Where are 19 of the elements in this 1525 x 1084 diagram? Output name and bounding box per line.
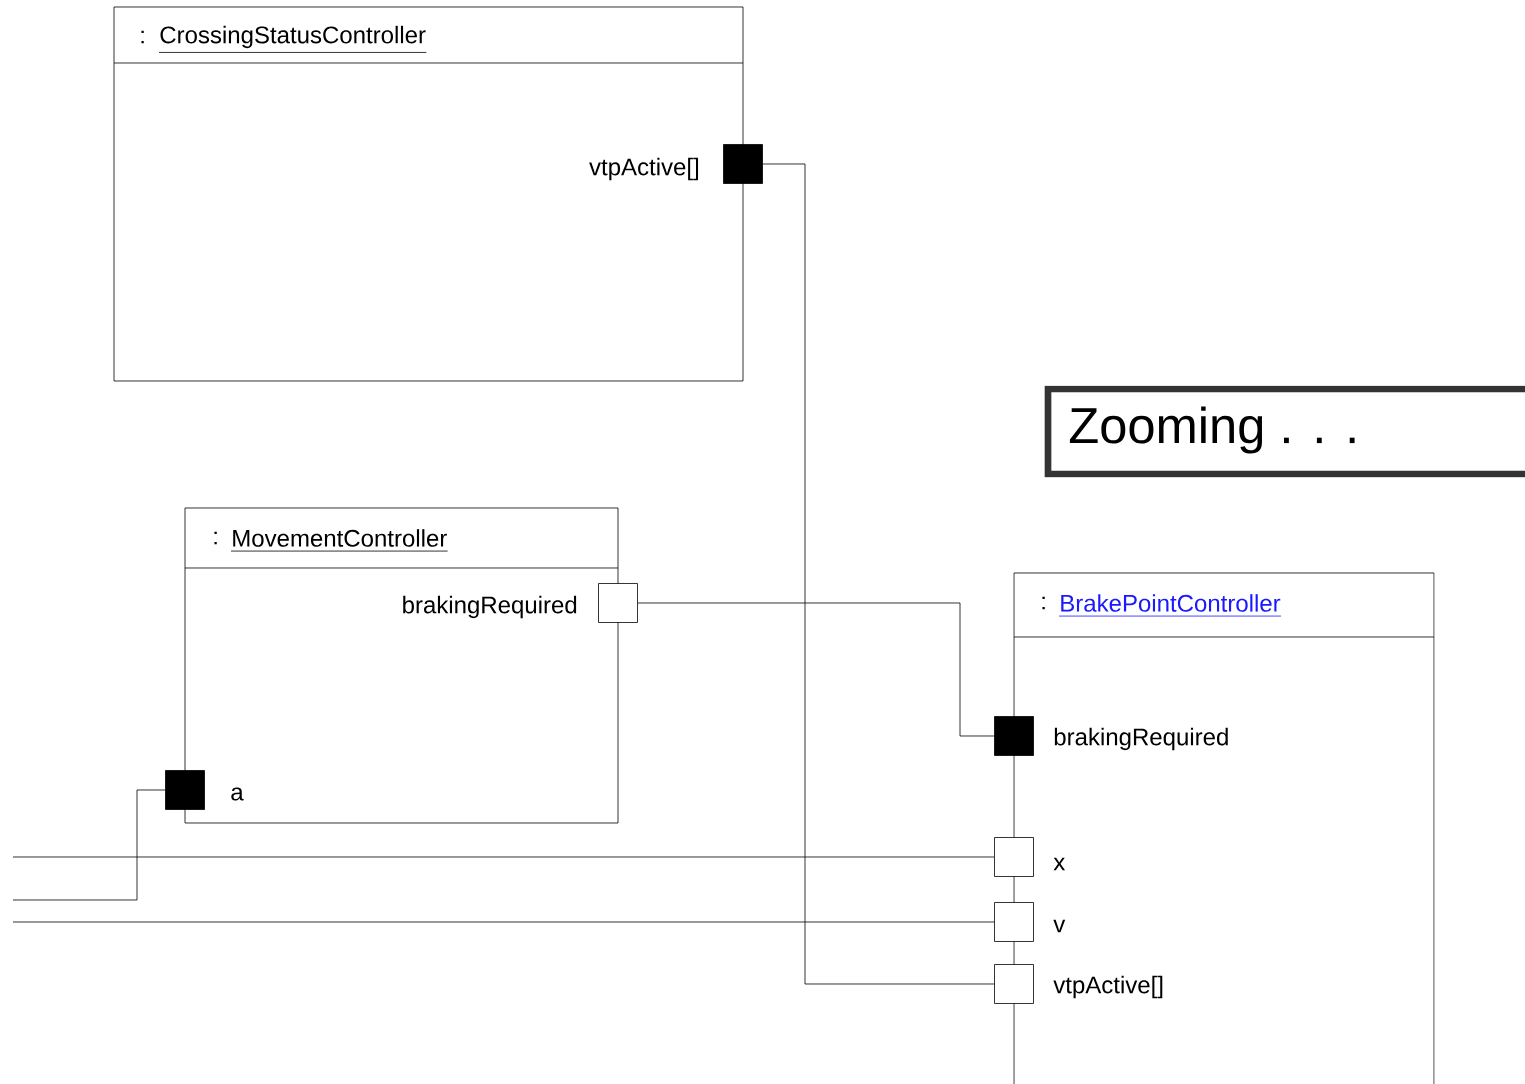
zoom-banner: Zooming . . . (1044, 385, 1525, 478)
connector (12, 856, 995, 858)
connector (12, 789, 166, 901)
connector (12, 921, 995, 923)
port-label: v (1053, 919, 1066, 933)
instance-name: MovementController (230, 529, 448, 552)
colon: : (214, 531, 217, 545)
port-label: brakingRequired (1054, 727, 1228, 751)
colon: : (1042, 596, 1045, 610)
port-label: a (231, 787, 244, 801)
instance-name: CrossingStatusController (158, 25, 427, 53)
port-label: vtpActive[] (589, 157, 699, 181)
colon: : (141, 30, 144, 44)
instance-name: BrakePointController (1058, 594, 1282, 617)
connector (637, 602, 995, 737)
port-label: x (1053, 857, 1066, 871)
port-label: vtpActive[] (1053, 975, 1163, 999)
connector (762, 163, 995, 985)
port-label: brakingRequired (403, 595, 577, 619)
